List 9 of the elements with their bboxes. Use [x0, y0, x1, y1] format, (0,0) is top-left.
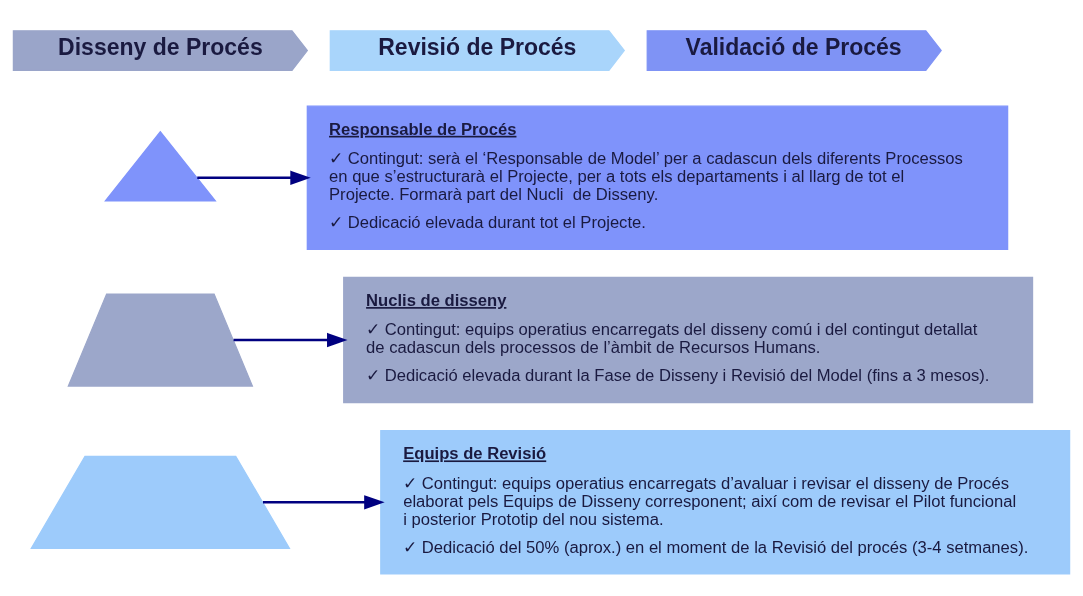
node-trapezium: [30, 455, 291, 549]
node-box: Nuclis de disseny ✓ Contingut: equips operatius encarregats del disseny comú i del contingut detallat de cadascun dels processos de l’àmbit de Recursos Humans. ✓ Dedicació elevada durant la Fase de Disseny i Revisió del Model (fins a 3 mesos).: [343, 276, 1034, 403]
arrow: [233, 332, 348, 347]
node-triangle: [104, 130, 217, 201]
arrow: [197, 170, 311, 185]
node-trapezium: [67, 292, 254, 387]
node-box: Responsable de Procés ✓ Contingut: serà el ‘Responsable de Model’ per a cadascun dels diferents Processos en que s’estructurarà el Projecte, per a tots els departaments i al llarg de tot el Projecte. Formarà part del Nucli de Disseny. ✓ Dedicació elevada durant tot el Projecte.: [306, 105, 1009, 250]
arrow: [262, 494, 385, 509]
node-box: Equips de Revisió ✓ Contingut: equips operatius encarregats d’avaluar i revisar el disseny de Procés elaborat pels Equips de Disseny corresponent; així com de revisar el Pilot funcional i posterior Prototip del nou sistema. ✓ Dedicació del 50% (aprox.) en el moment de la Revisió del procés (3-4 setmanes).: [380, 429, 1071, 575]
